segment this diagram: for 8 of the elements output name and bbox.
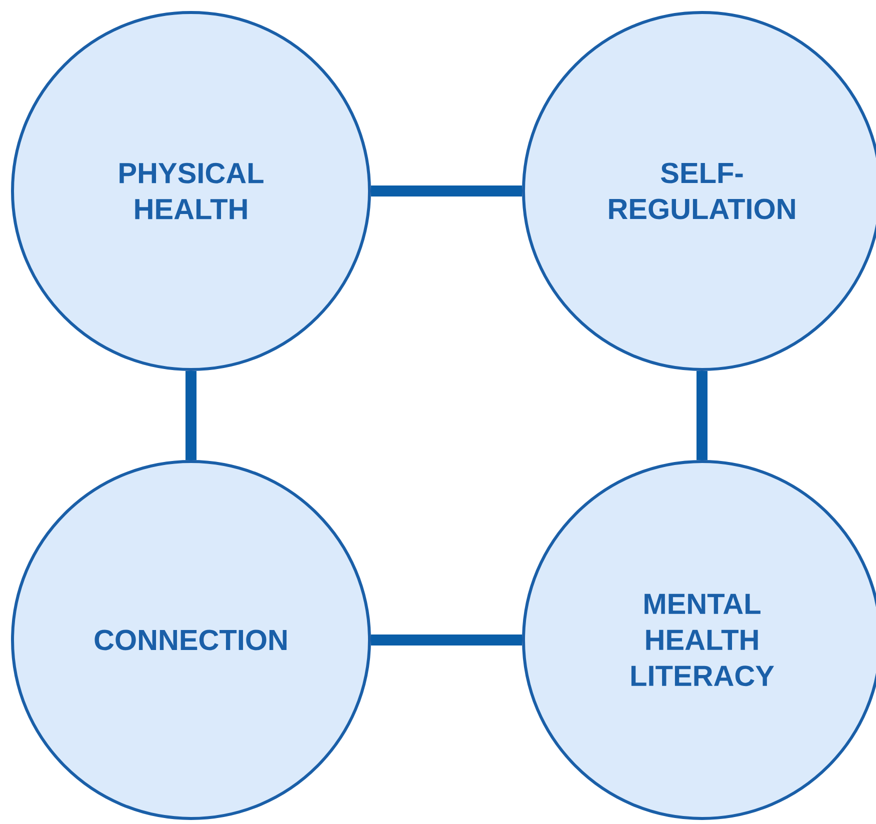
circle-node: PHYSICAL HEALTH (11, 11, 371, 371)
circle-node: CONNECTION (11, 460, 371, 820)
connector-line (696, 370, 708, 460)
connector-line (186, 370, 196, 460)
circle-node: SELF- REGULATION (522, 11, 876, 371)
circle-node: MENTAL HEALTH LITERACY (522, 460, 876, 820)
connector-line (371, 634, 522, 646)
connector-line (371, 186, 522, 196)
